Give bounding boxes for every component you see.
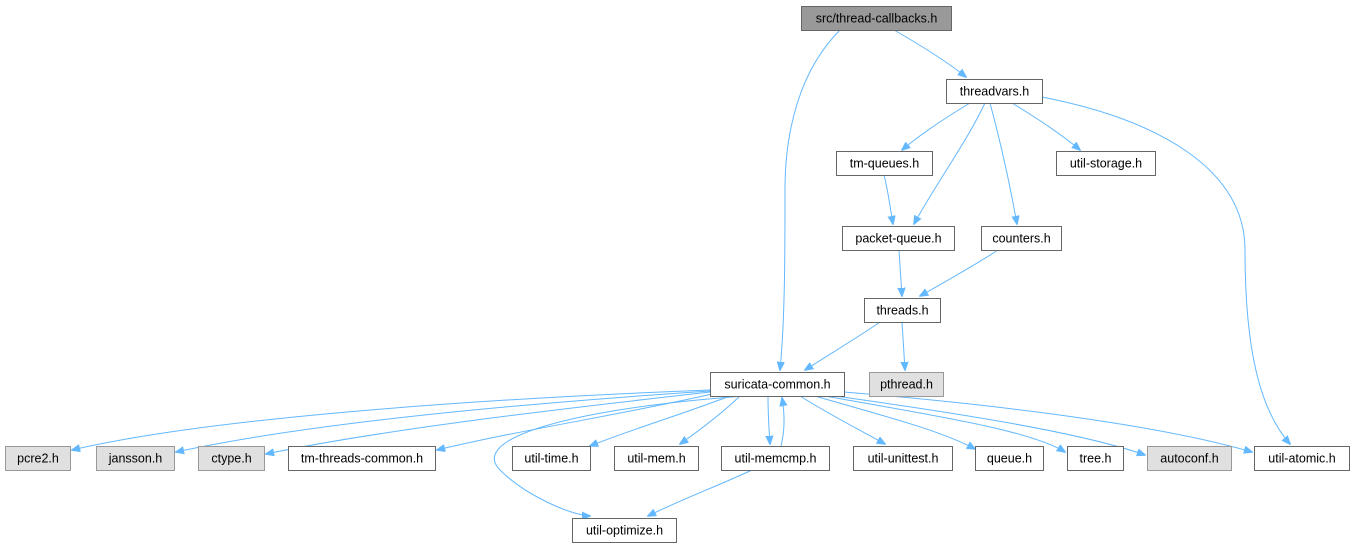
edge-suricata-common-to-jansson xyxy=(176,390,711,452)
node-util-unittest[interactable]: util-unittest.h xyxy=(853,446,953,471)
node-util-optimize[interactable]: util-optimize.h xyxy=(572,518,677,543)
node-label: src/thread-callbacks.h xyxy=(816,12,938,26)
edge-threads-to-suricata-common xyxy=(805,321,881,370)
edge-threadvars-to-packet-queue xyxy=(914,102,986,224)
node-label: ctype.h xyxy=(211,452,251,466)
node-label: autoconf.h xyxy=(1160,452,1218,466)
node-box xyxy=(614,446,699,471)
edge-suricata-common-to-ctype xyxy=(266,391,711,454)
node-box xyxy=(288,446,436,471)
node-threads[interactable]: threads.h xyxy=(864,298,941,323)
node-label: util-unittest.h xyxy=(868,452,939,466)
node-label: jansson.h xyxy=(108,452,163,466)
node-autoconf: autoconf.h xyxy=(1147,446,1232,471)
node-box xyxy=(5,446,71,471)
node-packet-queue[interactable]: packet-queue.h xyxy=(842,226,955,251)
node-tm-threads-common[interactable]: tm-threads-common.h xyxy=(288,446,436,471)
edge-suricata-common-to-queue xyxy=(814,395,975,449)
edge-suricata-common-to-util-unittest xyxy=(799,395,885,444)
node-label: util-memcmp.h xyxy=(735,452,817,466)
nodes-layer: src/thread-callbacks.h threadvars.h surica… xyxy=(5,6,1350,543)
node-label: tree.h xyxy=(1080,452,1112,466)
node-threadvars[interactable]: threadvars.h xyxy=(946,79,1043,104)
edge-threadvars-to-counters xyxy=(989,102,1017,224)
node-pthread: pthread.h xyxy=(869,372,944,397)
edge-suricata-common-to-pcre2 xyxy=(72,389,711,450)
node-box xyxy=(869,372,944,397)
edge-threadvars-to-util-storage xyxy=(1011,102,1080,150)
node-box xyxy=(1056,151,1156,176)
node-root: src/thread-callbacks.h xyxy=(801,6,952,31)
edge-root-to-threadvars xyxy=(893,29,966,77)
edge-threads-to-pthread xyxy=(902,321,905,370)
node-label: util-storage.h xyxy=(1070,157,1142,171)
node-box xyxy=(836,151,933,176)
edge-util-memcmp-to-suricata-common xyxy=(781,398,784,447)
node-util-time[interactable]: util-time.h xyxy=(512,446,591,471)
edge-root-to-suricata-common xyxy=(780,29,841,370)
node-box xyxy=(1254,446,1350,471)
node-box xyxy=(1067,446,1124,471)
node-util-memcmp[interactable]: util-memcmp.h xyxy=(721,446,830,471)
node-box xyxy=(864,298,941,323)
node-util-atomic[interactable]: util-atomic.h xyxy=(1254,446,1350,471)
node-box xyxy=(96,446,175,471)
edge-threadvars-to-tm-queues xyxy=(902,102,971,150)
edge-suricata-common-to-util-atomic xyxy=(843,391,1252,452)
edge-suricata-common-to-tree xyxy=(824,395,1065,452)
node-label: suricata-common.h xyxy=(724,378,830,392)
node-tm-queues[interactable]: tm-queues.h xyxy=(836,151,933,176)
node-box xyxy=(198,446,265,471)
node-label: util-time.h xyxy=(524,452,578,466)
node-ctype: ctype.h xyxy=(198,446,265,471)
node-box xyxy=(512,446,591,471)
edge-suricata-common-to-util-memcmp xyxy=(768,395,770,444)
edge-tm-queues-to-packet-queue xyxy=(883,174,893,224)
node-label: threads.h xyxy=(876,304,928,318)
node-label: util-optimize.h xyxy=(586,524,663,538)
node-box xyxy=(981,226,1062,251)
edge-packet-queue-to-threads xyxy=(899,249,902,296)
edge-suricata-common-to-util-optimize xyxy=(493,395,745,516)
node-box xyxy=(710,372,845,397)
node-label: util-atomic.h xyxy=(1268,452,1335,466)
edge-counters-to-threads xyxy=(920,249,999,296)
node-util-storage[interactable]: util-storage.h xyxy=(1056,151,1156,176)
node-label: tm-threads-common.h xyxy=(301,452,423,466)
node-label: packet-queue.h xyxy=(855,232,941,246)
node-box xyxy=(572,518,677,543)
node-suricata-common[interactable]: suricata-common.h xyxy=(710,372,845,397)
node-box xyxy=(721,446,830,471)
node-box xyxy=(1147,446,1232,471)
node-box xyxy=(853,446,953,471)
node-box xyxy=(946,79,1043,104)
node-jansson: jansson.h xyxy=(96,446,175,471)
node-box xyxy=(975,446,1044,471)
node-pcre2: pcre2.h xyxy=(5,446,71,471)
node-counters[interactable]: counters.h xyxy=(981,226,1062,251)
edge-suricata-common-to-util-mem xyxy=(680,395,741,444)
edge-util-memcmp-to-util-optimize xyxy=(648,469,753,516)
node-box xyxy=(842,226,955,251)
edge-suricata-common-to-util-time xyxy=(590,395,731,446)
node-label: pthread.h xyxy=(880,378,933,392)
node-label: tm-queues.h xyxy=(850,157,920,171)
node-label: queue.h xyxy=(987,452,1032,466)
edge-threadvars-to-util-atomic xyxy=(1041,96,1290,444)
node-label: counters.h xyxy=(992,232,1050,246)
node-label: util-mem.h xyxy=(627,452,685,466)
node-label: threadvars.h xyxy=(960,85,1030,99)
node-box xyxy=(801,6,952,31)
node-label: pcre2.h xyxy=(17,452,59,466)
edges-layer xyxy=(72,29,1290,516)
node-util-mem[interactable]: util-mem.h xyxy=(614,446,699,471)
node-queue[interactable]: queue.h xyxy=(975,446,1044,471)
node-tree[interactable]: tree.h xyxy=(1067,446,1124,471)
